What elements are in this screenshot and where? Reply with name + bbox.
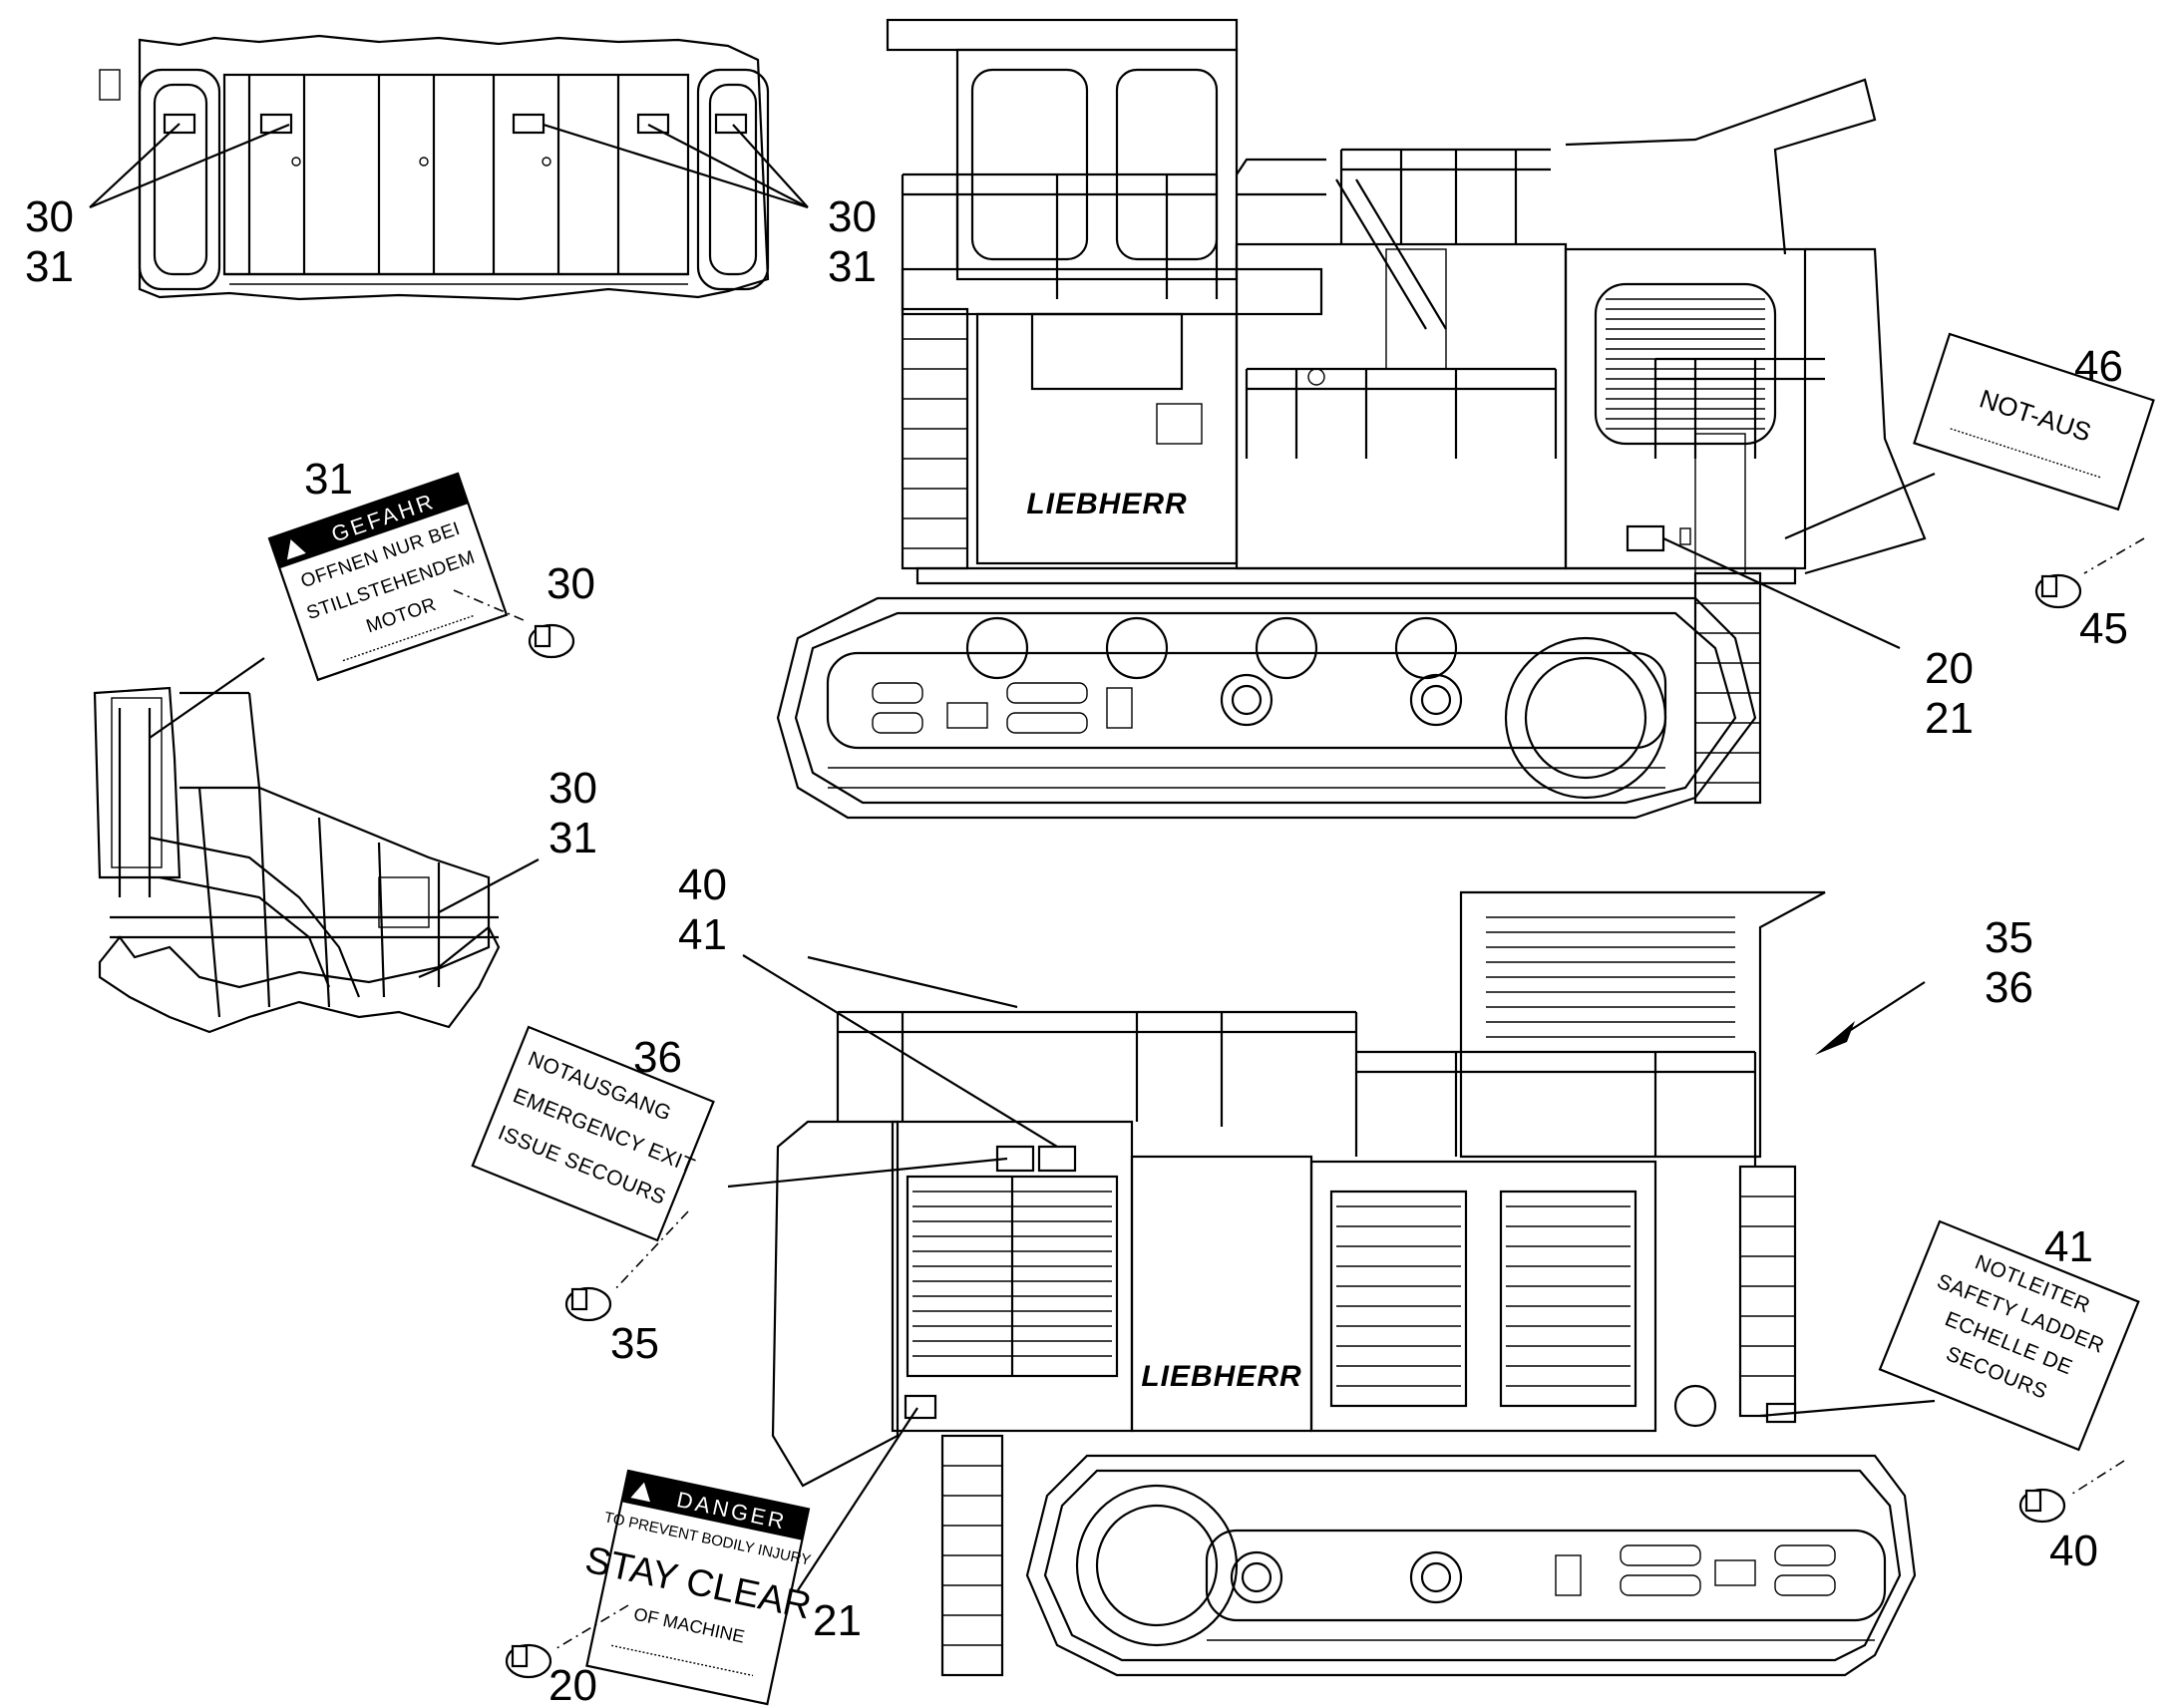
callout-gefahr-plate: 31 (304, 455, 353, 504)
callout-arrow-1: 35 (1985, 913, 2033, 962)
machine-side-view-top: LIEBHERR (776, 18, 1927, 820)
grille-rear-left (912, 1191, 1112, 1357)
callout-gefahr-screw: 30 (546, 559, 595, 608)
callout-top-left-b-1: 30 (828, 192, 877, 241)
callout-top-left-b-2: 31 (828, 242, 877, 291)
screw-30 (528, 623, 575, 659)
callout-danger-screw: 20 (548, 1661, 597, 1708)
danger-plate: DANGER TO PREVENT BODILY INJURY STAY CLE… (581, 1469, 815, 1706)
callout-top-left-a-2: 31 (25, 242, 74, 291)
callout-side-plate-1: 20 (1925, 644, 1974, 693)
callout-notaus-plate: 46 (2074, 342, 2123, 391)
callout-notausgang-screw: 35 (610, 1319, 659, 1368)
callout-side-plate-2: 21 (1925, 694, 1974, 743)
grille-canopy (1486, 916, 1735, 1053)
brand-top: LIEBHERR (1026, 488, 1187, 520)
top-cabinet-view (89, 34, 809, 301)
gefahr-warning-plate: GEFAHR OFFNEN NUR BEI STILLSTEHENDEM MOT… (267, 472, 509, 682)
callout-danger-plate: 21 (813, 1596, 862, 1645)
callout-stair-1: 30 (548, 764, 597, 813)
grille-rear-right (1336, 1205, 1631, 1387)
callout-arrow-2: 36 (1985, 963, 2033, 1012)
callout-notleiter-plate: 41 (2044, 1222, 2093, 1271)
notleiter-plate: NOTLEITER SAFETY LADDER ECHELLE DE SECOU… (1878, 1219, 2140, 1452)
stair-platform-view (93, 657, 540, 1034)
callout-upper-rear-1: 40 (678, 860, 727, 909)
callout-stair-2: 31 (548, 814, 597, 862)
callout-notaus-screw: 45 (2079, 604, 2128, 653)
screw-45 (2034, 573, 2082, 609)
callout-upper-rear-2: 41 (678, 910, 727, 959)
callout-notausgang-plate: 36 (633, 1033, 682, 1082)
brand-bottom: LIEBHERR (1141, 1360, 1301, 1393)
callout-top-left-a-1: 30 (25, 192, 74, 241)
callout-notleiter-screw: 40 (2049, 1527, 2098, 1575)
screw-35 (564, 1286, 612, 1322)
grille-top (1606, 298, 1765, 430)
notausgang-plate: NOTAUSGANG EMERGENCY EXIT ISSUE SECOURS (471, 1025, 715, 1242)
screw-20 (505, 1643, 552, 1679)
notaus-plate: NOT-AUS (1913, 332, 2155, 512)
screw-40 (2018, 1488, 2066, 1524)
machine-side-view-bottom: LIEBHERR (771, 890, 1917, 1677)
